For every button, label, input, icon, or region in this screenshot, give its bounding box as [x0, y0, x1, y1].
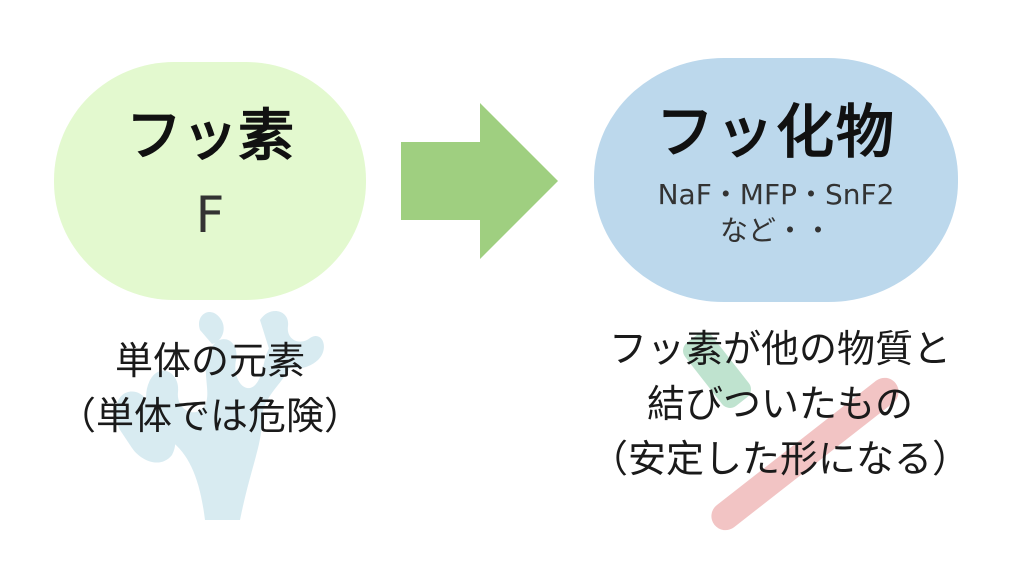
- fluoride-box: フッ化物 NaF・MFP・SnF2 など・・: [594, 58, 958, 302]
- fluorine-box: フッ素 F: [54, 62, 366, 300]
- fluorine-title: フッ素: [126, 103, 294, 169]
- fluoride-title: フッ化物: [655, 97, 896, 166]
- fluorine-symbol: F: [195, 185, 225, 244]
- fluoride-caption-line-1: フッ素が他の物質と: [608, 327, 951, 371]
- right-arrow-icon: [401, 103, 558, 259]
- toothbrush-icon: [683, 332, 899, 531]
- coral-icon: [115, 311, 324, 520]
- fluorine-caption-line-2: （単体では危険）: [57, 394, 362, 439]
- fluoride-caption-line-2: 結びついたもの: [646, 382, 913, 427]
- fluoride-examples-list: NaF・MFP・SnF2: [657, 177, 895, 211]
- fluoride-examples-more: など・・: [719, 214, 832, 247]
- fluoride-caption-line-3: （安定した形になる）: [589, 437, 970, 482]
- fluoride-caption: フッ素が他の物質と 結びついたもの （安定した形になる）: [560, 322, 1000, 487]
- fluoride-examples: NaF・MFP・SnF2 など・・: [611, 177, 941, 250]
- fluorine-caption: 単体の元素 （単体では危険）: [40, 334, 380, 444]
- fluorine-caption-line-1: 単体の元素: [114, 339, 305, 383]
